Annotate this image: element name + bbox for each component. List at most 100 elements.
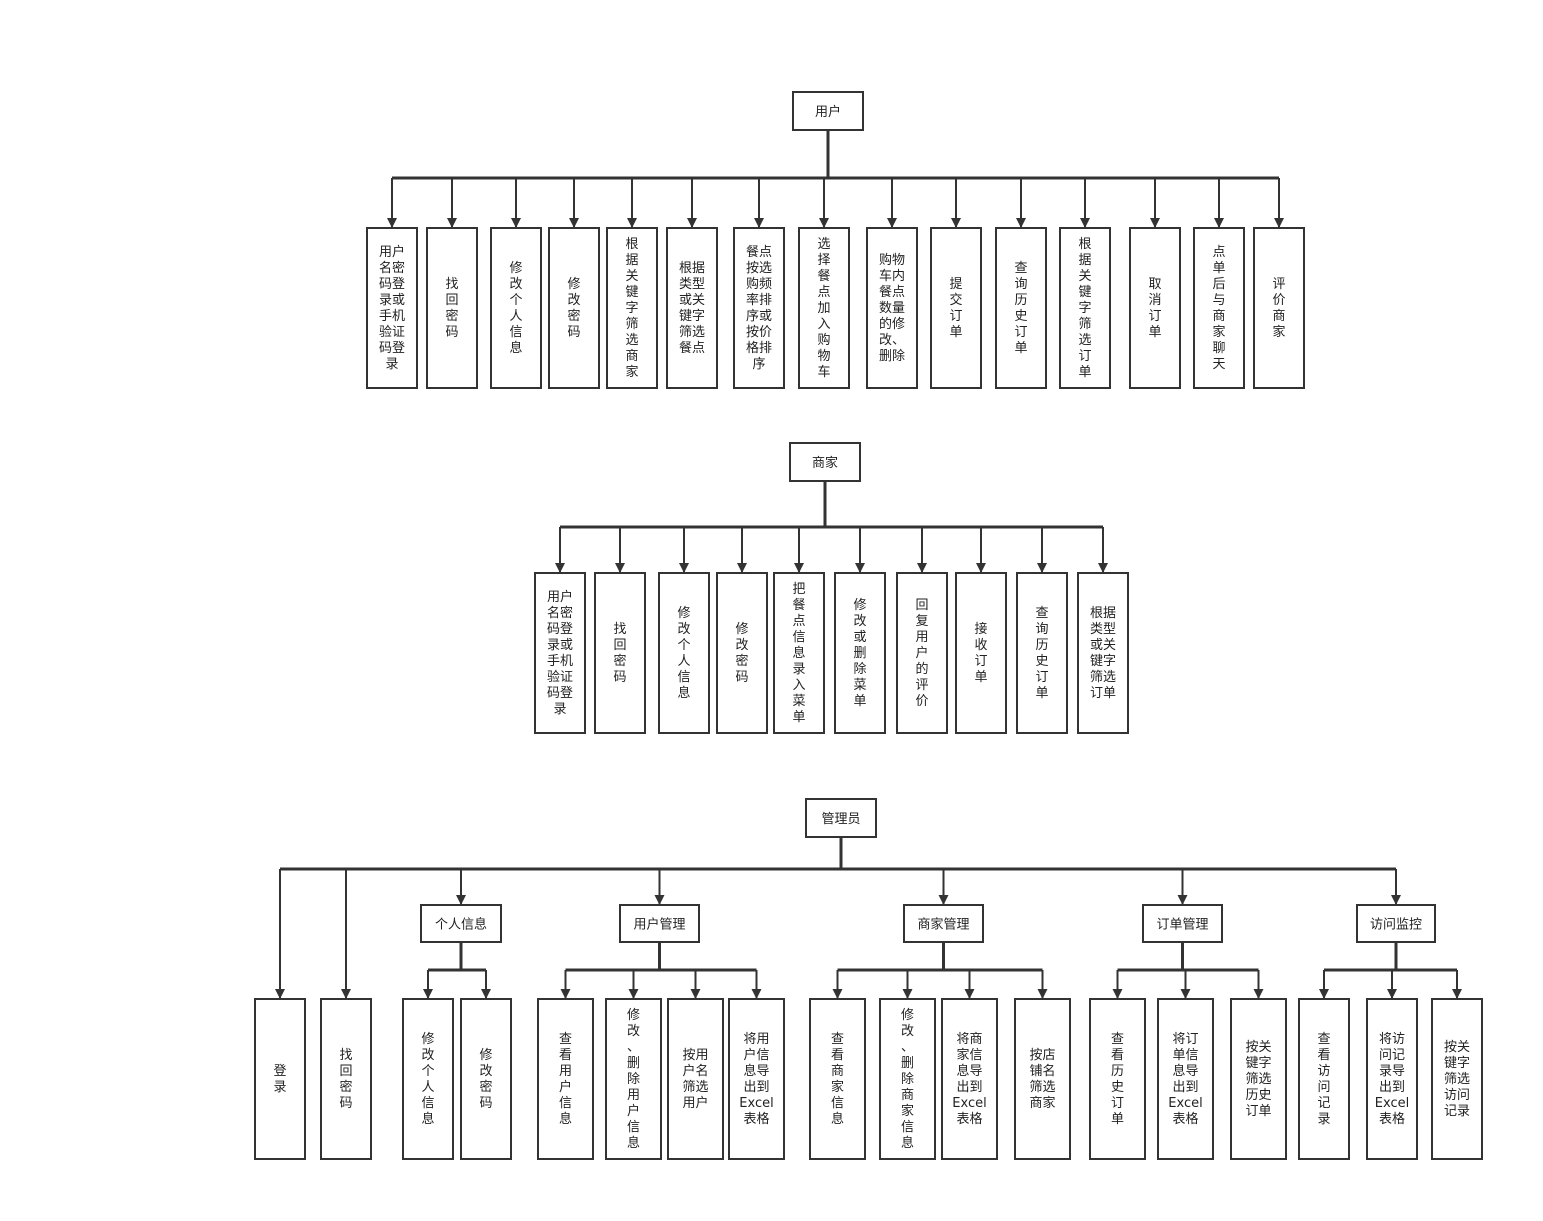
user-function-6-label: 餐点按选购频率排序或按价格排序: [746, 244, 772, 372]
user-function-4-label: 根据关键字筛选商家: [625, 237, 638, 380]
admin-module-4-function-2-label: 按关键字筛选访问记录: [1444, 1040, 1470, 1119]
user-function-1: 找回密码找回密码: [426, 227, 478, 389]
merchant-function-9: 根据类型或关键字筛选订单根据类型或关键字筛选订单: [1077, 572, 1129, 734]
merchant-function-8: 查询历史订单查询历史订单: [1016, 572, 1068, 734]
admin-module-3-function-0-label: 查看历史订单: [1111, 1032, 1124, 1127]
admin-module-1-function-1: 修改、删除用户信息修改、删除用户信息: [605, 998, 662, 1160]
merchant-function-2: 修改个人信息修改个人信息: [658, 572, 710, 734]
admin-module-3-label: 订单管理: [1156, 918, 1208, 933]
user-function-3: 修改密码修改密码: [548, 227, 600, 389]
user-function-8: 购物车内餐点数量的修改、删除购物车内餐点数量的修改、删除: [866, 227, 918, 389]
user-function-1-label: 找回密码: [445, 277, 458, 340]
merchant-function-1: 找回密码找回密码: [594, 572, 646, 734]
merchant-function-8-label: 查询历史订单: [1035, 606, 1048, 701]
admin-module-3: 订单管理: [1142, 904, 1223, 943]
admin-module-2-function-3-label: 按店铺名筛选商家: [1029, 1048, 1055, 1111]
merchant-function-4-label: 把餐点信息录入菜单: [792, 582, 805, 725]
root-node-merchant: 商家: [789, 442, 861, 482]
user-function-6: 餐点按选购频率排序或按价格排序餐点按选购频率排序或按价格排序: [733, 227, 785, 389]
user-function-11-label: 根据关键字筛选订单: [1078, 237, 1091, 380]
admin-module-4-function-0: 查看访问记录查看访问记录: [1298, 998, 1350, 1160]
user-function-7-label: 选择餐点加入购物车: [817, 237, 830, 380]
user-function-14: 评价商家评价商家: [1253, 227, 1305, 389]
admin-module-1-function-2-label: 按用户名筛选用户: [682, 1048, 708, 1111]
admin-module-2-function-1-label: 修改、删除商家信息: [901, 1008, 914, 1151]
merchant-function-9-label: 根据类型或关键字筛选订单: [1090, 606, 1116, 701]
user-function-11: 根据关键字筛选订单根据关键字筛选订单: [1059, 227, 1111, 389]
user-function-5-label: 根据类型或关键字筛选餐点: [679, 261, 705, 356]
merchant-function-6-label: 回复用户的评价: [915, 598, 928, 709]
merchant-function-3-label: 修改密码: [735, 622, 748, 685]
root-node-user-label: 用户: [815, 104, 841, 120]
merchant-function-6: 回复用户的评价回复用户的评价: [896, 572, 948, 734]
merchant-function-0-label: 用户名密码登录或手机验证码登录: [547, 589, 573, 717]
user-function-12-label: 取消订单: [1148, 277, 1161, 340]
admin-module-2-function-0: 查看商家信息查看商家信息: [809, 998, 866, 1160]
user-function-7: 选择餐点加入购物车选择餐点加入购物车: [798, 227, 850, 389]
admin-function-0: 登录登录: [254, 998, 306, 1160]
admin-module-0-function-1-label: 修改密码: [479, 1048, 492, 1111]
admin-module-1-function-0: 查看用户信息查看用户信息: [537, 998, 594, 1160]
merchant-function-5: 修改或删除菜单修改或删除菜单: [834, 572, 886, 734]
merchant-function-3: 修改密码修改密码: [716, 572, 768, 734]
admin-module-0: 个人信息: [420, 904, 502, 943]
user-function-9: 提交订单提交订单: [930, 227, 982, 389]
user-function-8-label: 购物车内餐点数量的修改、删除: [879, 252, 905, 364]
admin-module-3-function-2-label: 按关键字筛选历史订单: [1245, 1040, 1271, 1119]
user-function-13-label: 点单后与商家聊天: [1212, 245, 1225, 372]
root-node-merchant-label: 商家: [812, 455, 838, 471]
admin-module-1: 用户管理: [619, 904, 700, 943]
merchant-function-1-label: 找回密码: [613, 622, 626, 685]
admin-module-3-function-0: 查看历史订单查看历史订单: [1089, 998, 1146, 1160]
root-node-admin-label: 管理员: [821, 812, 860, 827]
user-function-0: 用户名密码登录或手机验证码登录用户名密码登录或手机验证码登录: [366, 227, 418, 389]
merchant-function-7-label: 接收订单: [974, 621, 987, 685]
user-function-9-label: 提交订单: [949, 276, 962, 340]
admin-module-1-function-0-label: 查看用户信息: [559, 1032, 572, 1127]
admin-module-4: 访问监控: [1356, 904, 1436, 943]
root-node-user: 用户: [792, 91, 864, 131]
admin-function-0-label: 登录: [273, 1064, 286, 1095]
user-function-14-label: 评价商家: [1272, 277, 1285, 340]
merchant-function-4: 把餐点信息录入菜单把餐点信息录入菜单: [773, 572, 825, 734]
user-function-4: 根据关键字筛选商家根据关键字筛选商家: [606, 227, 658, 389]
admin-module-1-label: 用户管理: [633, 917, 685, 933]
user-function-0-label: 用户名密码登录或手机验证码登录: [379, 244, 405, 372]
admin-module-0-function-0: 修改个人信息修改个人信息: [402, 998, 454, 1160]
user-function-3-label: 修改密码: [567, 277, 580, 340]
admin-module-1-function-2: 按用户名筛选用户按用户名筛选用户: [667, 998, 724, 1160]
admin-module-2: 商家管理: [903, 904, 984, 943]
admin-function-1: 找回密码找回密码: [320, 998, 372, 1160]
user-function-12: 取消订单取消订单: [1129, 227, 1181, 389]
user-function-5: 根据类型或关键字筛选餐点根据类型或关键字筛选餐点: [666, 227, 718, 389]
admin-module-3-function-2: 按关键字筛选历史订单按关键字筛选历史订单: [1230, 998, 1287, 1160]
user-function-10-label: 查询历史订单: [1014, 261, 1027, 356]
user-function-10: 查询历史订单查询历史订单: [995, 227, 1047, 389]
merchant-function-0: 用户名密码登录或手机验证码登录用户名密码登录或手机验证码登录: [534, 572, 586, 734]
admin-module-4-function-0-label: 查看访问记录: [1317, 1032, 1330, 1127]
admin-module-4-function-2: 按关键字筛选访问记录按关键字筛选访问记录: [1431, 998, 1483, 1160]
admin-module-2-label: 商家管理: [917, 917, 969, 933]
merchant-function-2-label: 修改个人信息: [677, 606, 690, 701]
admin-module-2-function-3: 按店铺名筛选商家按店铺名筛选商家: [1014, 998, 1071, 1160]
admin-module-1-function-1-label: 修改、删除用户信息: [627, 1008, 640, 1151]
user-function-2: 修改个人信息修改个人信息: [490, 227, 542, 389]
admin-module-0-function-1: 修改密码修改密码: [460, 998, 512, 1160]
root-node-admin: 管理员: [805, 798, 877, 838]
admin-module-0-label: 个人信息: [435, 917, 487, 933]
merchant-function-5-label: 修改或删除菜单: [853, 598, 866, 709]
admin-module-0-function-0-label: 修改个人信息: [421, 1032, 434, 1127]
admin-module-2-function-1: 修改、删除商家信息修改、删除商家信息: [879, 998, 936, 1160]
user-function-13: 点单后与商家聊天点单后与商家聊天: [1193, 227, 1245, 389]
merchant-function-7: 接收订单接收订单: [955, 572, 1007, 734]
admin-module-4-label: 访问监控: [1370, 918, 1422, 933]
